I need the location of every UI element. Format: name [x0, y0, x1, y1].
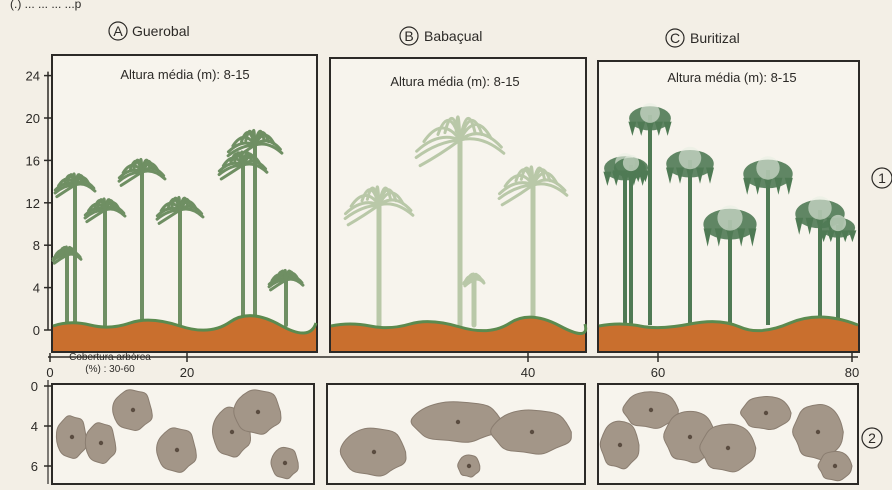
canopy-panel-c [598, 384, 858, 484]
canopy-panel-b [327, 384, 585, 484]
crown-center-dot [175, 448, 179, 452]
crown-center-dot [70, 435, 74, 439]
palm-crown-highlight [640, 103, 660, 123]
bottom-tick-label: 40 [521, 365, 535, 380]
height-tick-label: 12 [26, 196, 40, 211]
height-tick-label: 8 [33, 238, 40, 253]
bottom-tick-label: 60 [651, 365, 665, 380]
panel-b-name: Babaçual [424, 28, 482, 44]
crown-center-dot [99, 441, 103, 445]
tree-crown [85, 423, 116, 464]
bottom-tick-label: 0 [46, 365, 53, 380]
crown-center-dot [816, 430, 820, 434]
height-tick-label: 24 [26, 69, 40, 84]
palm-crown-highlight [623, 155, 639, 171]
crown-center-dot [726, 446, 730, 450]
top-cut-text: (.) ... ... ... ...p [10, 0, 82, 11]
palm-crown-highlight [808, 196, 831, 219]
canopy-tick-label: 4 [31, 419, 38, 434]
height-tick-label: 0 [33, 323, 40, 338]
crown-center-dot [283, 461, 287, 465]
crown-center-dot [230, 430, 234, 434]
canopy-label-line1: Cobertura arbórea [69, 352, 151, 363]
crown-center-dot [833, 464, 837, 468]
row-marker-1: 1 [872, 168, 892, 188]
height-axis: 24 20 16 12 8 4 0 [26, 69, 52, 338]
panel-b-header: B Babaçual [400, 27, 482, 45]
panel-a-letter: A [113, 23, 123, 39]
crown-center-dot [372, 450, 376, 454]
crown-center-dot [131, 408, 135, 412]
bottom-tick-label: 80 [845, 365, 859, 380]
row-marker-1-label: 1 [878, 170, 886, 186]
profile-panel-c: Altura média (m): 8-15 [598, 61, 859, 352]
panel-a-name: Guerobal [132, 23, 190, 39]
bottom-axis: 0 20 40 60 80 [46, 353, 859, 380]
panel-a-header: A Guerobal [109, 22, 190, 40]
panel-b-letter: B [404, 28, 413, 44]
crown-center-dot [764, 411, 768, 415]
panel-b-subtitle: Altura média (m): 8-15 [390, 74, 519, 89]
crown-center-dot [467, 464, 471, 468]
height-tick-label: 20 [26, 111, 40, 126]
bottom-tick-label: 20 [180, 365, 194, 380]
tree-crown [458, 455, 480, 477]
height-tick-label: 4 [33, 281, 40, 296]
canopy-label-line2: (%) : 30-60 [85, 364, 135, 375]
canopy-tick-label: 6 [31, 459, 38, 474]
tree-crown [741, 396, 792, 429]
row-marker-2-label: 2 [868, 430, 876, 446]
crown-center-dot [530, 430, 534, 434]
crown-center-dot [649, 408, 653, 412]
panel-c-header: C Buritizal [666, 29, 740, 47]
panel-a-subtitle: Altura média (m): 8-15 [120, 67, 249, 82]
crown-center-dot [688, 435, 692, 439]
row-marker-2: 2 [862, 428, 882, 448]
palm-crown-highlight [756, 156, 779, 179]
canopy-panel-a [52, 384, 314, 484]
palm-crown-highlight [717, 205, 742, 230]
palm-crown-highlight [679, 147, 702, 170]
panel-c-subtitle: Altura média (m): 8-15 [667, 70, 796, 85]
canopy-axis: 0 4 6 [31, 379, 52, 484]
panel-c-name: Buritizal [690, 30, 740, 46]
height-tick-label: 16 [26, 153, 40, 168]
tree-crown [56, 416, 86, 459]
profile-panel-b: Altura média (m): 8-15 [330, 58, 586, 352]
panel-c-letter: C [670, 30, 680, 46]
profile-panel-a: Altura média (m): 8-15 [52, 55, 317, 352]
crown-center-dot [618, 443, 622, 447]
tree-crown [818, 451, 852, 480]
palm-crown-highlight [830, 215, 846, 231]
crown-center-dot [256, 410, 260, 414]
canopy-tick-label: 0 [31, 379, 38, 394]
crown-center-dot [456, 420, 460, 424]
